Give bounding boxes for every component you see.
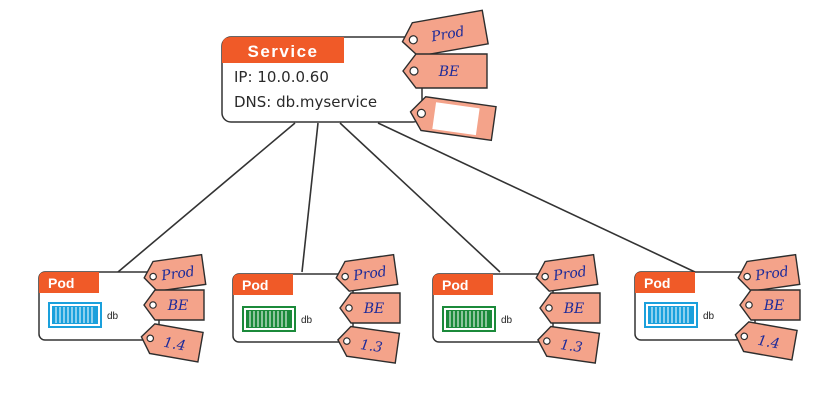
service-title: Service — [248, 42, 319, 61]
pod4-label-tag-version: 1.4 — [734, 321, 798, 361]
pod3-label-tag-prod: Prod — [535, 253, 599, 292]
pod-title: Pod — [442, 277, 468, 293]
pod-card-3[interactable]: Pod db — [432, 273, 554, 343]
service-label-tag-blank — [409, 96, 497, 142]
tag-text: 1.3 — [359, 337, 383, 356]
container-icon — [242, 306, 296, 332]
tag-text: BE — [438, 64, 460, 80]
tag-text: BE — [563, 301, 585, 317]
pod-header-bar — [233, 274, 293, 295]
container-label: db — [107, 311, 119, 322]
pod1-label-tag-version: 1.4 — [140, 323, 204, 363]
service-box[interactable]: Service IP: 10.0.0.60 DNS: db.myservice — [221, 36, 423, 123]
pod-header-bar — [635, 272, 695, 293]
container-icon — [442, 306, 496, 332]
pod2-label-tag-version: 1.3 — [337, 325, 401, 364]
tag-text: 1.3 — [559, 337, 583, 356]
pod3-label-tag-version: 1.3 — [537, 325, 601, 364]
pod-title: Pod — [242, 277, 268, 293]
tag-text: 1.4 — [756, 333, 781, 353]
tag-text: BE — [363, 301, 385, 317]
service-label-tag-prod: Prod — [401, 9, 489, 57]
connector-line-4 — [377, 122, 696, 273]
container-label: db — [301, 315, 313, 326]
pod-header-bar — [39, 272, 99, 293]
connector-line-3 — [339, 122, 501, 273]
pod-card-1[interactable]: Pod db — [38, 271, 160, 341]
pod3-label-tag-be: BE — [539, 292, 601, 324]
tag-text: Prod — [753, 264, 789, 285]
pod4-label-tag-be: BE — [739, 289, 801, 321]
pod1-label-tag-prod: Prod — [143, 253, 207, 292]
tag-blank-patch — [432, 102, 480, 136]
pod-title: Pod — [48, 275, 74, 291]
container-label: db — [501, 315, 513, 326]
tag-text: Prod — [159, 264, 195, 285]
pod-header-bar — [433, 274, 493, 295]
tag-text: Prod — [429, 24, 466, 46]
tag-text: Prod — [551, 264, 587, 285]
connector-line-1 — [117, 122, 296, 273]
container-label: db — [703, 311, 715, 322]
pod4-label-tag-prod: Prod — [737, 253, 801, 292]
container-icon — [48, 302, 102, 328]
service-dns: DNS: db.myservice — [234, 93, 377, 111]
container-icon — [644, 302, 698, 328]
pod-card-2[interactable]: Pod db — [232, 273, 354, 343]
service-ip: IP: 10.0.0.60 — [234, 68, 329, 86]
tag-text: Prod — [351, 264, 387, 285]
tag-text: 1.4 — [162, 335, 187, 355]
pod2-label-tag-be: BE — [339, 292, 401, 324]
pod-card-4[interactable]: Pod db — [634, 271, 756, 341]
connector-line-2 — [301, 122, 319, 273]
service-label-tag-be: BE — [402, 53, 488, 89]
tag-text: BE — [763, 298, 785, 314]
tag-text: BE — [167, 298, 189, 314]
pod-title: Pod — [644, 275, 670, 291]
pod2-label-tag-prod: Prod — [335, 253, 399, 292]
pods-layer: Pod db Prod BE 1.4 — [38, 253, 801, 364]
pod1-label-tag-be: BE — [143, 289, 205, 321]
service-header-bar — [222, 37, 344, 63]
connectors — [117, 122, 696, 273]
